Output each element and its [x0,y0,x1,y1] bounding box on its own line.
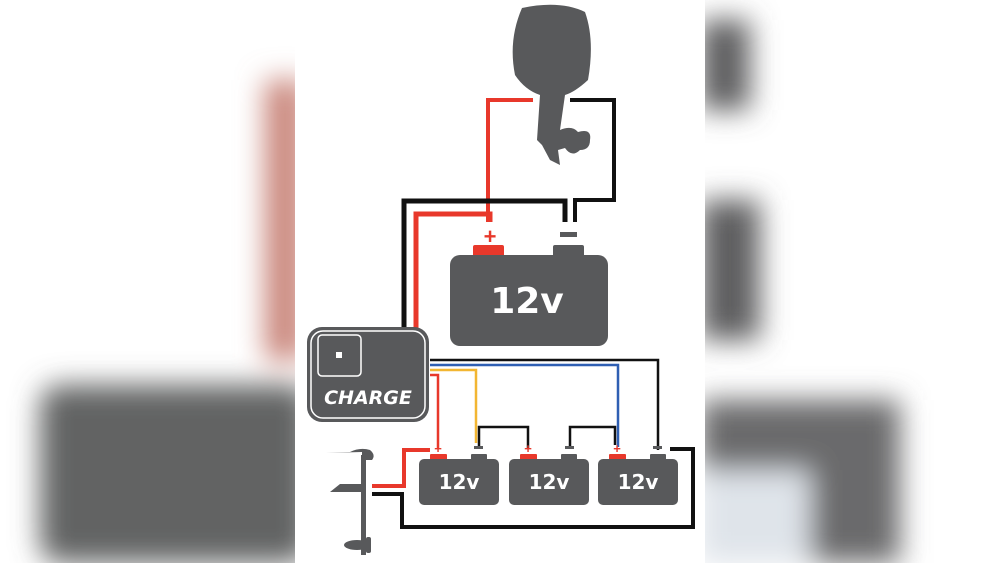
charger-display [317,334,362,377]
starting-battery: + 12v [450,224,608,346]
positive-sign: + [434,441,442,456]
trolling-motor-wires [372,447,695,529]
negative-sign [565,446,574,449]
negative-terminal [553,245,584,257]
negative-sign [653,446,662,449]
starting-battery-wires [401,98,616,332]
battery-label: 12v [439,470,480,494]
trolling-motor-icon [326,448,374,555]
positive-sign: + [524,441,532,456]
charger-label: CHARGE [324,387,412,409]
trolling-battery-2: + 12v [509,441,589,505]
trolling-battery-1: + 12v [419,441,499,505]
positive-sign: + [613,441,621,456]
blurred-background [40,20,900,563]
charger-wires [430,358,660,450]
trolling-battery-3: + 12v [598,441,678,505]
negative-sign [474,446,483,449]
negative-sign [560,232,577,237]
charger-indicator-light [336,352,342,358]
battery-label: 12v [529,470,570,494]
charger-icon: CHARGE [307,327,429,422]
positive-sign: + [484,224,497,249]
outboard-motor-icon [512,4,591,165]
starting-battery-label: 12v [490,281,564,322]
battery-label: 12v [618,470,659,494]
positive-terminal [473,245,504,257]
